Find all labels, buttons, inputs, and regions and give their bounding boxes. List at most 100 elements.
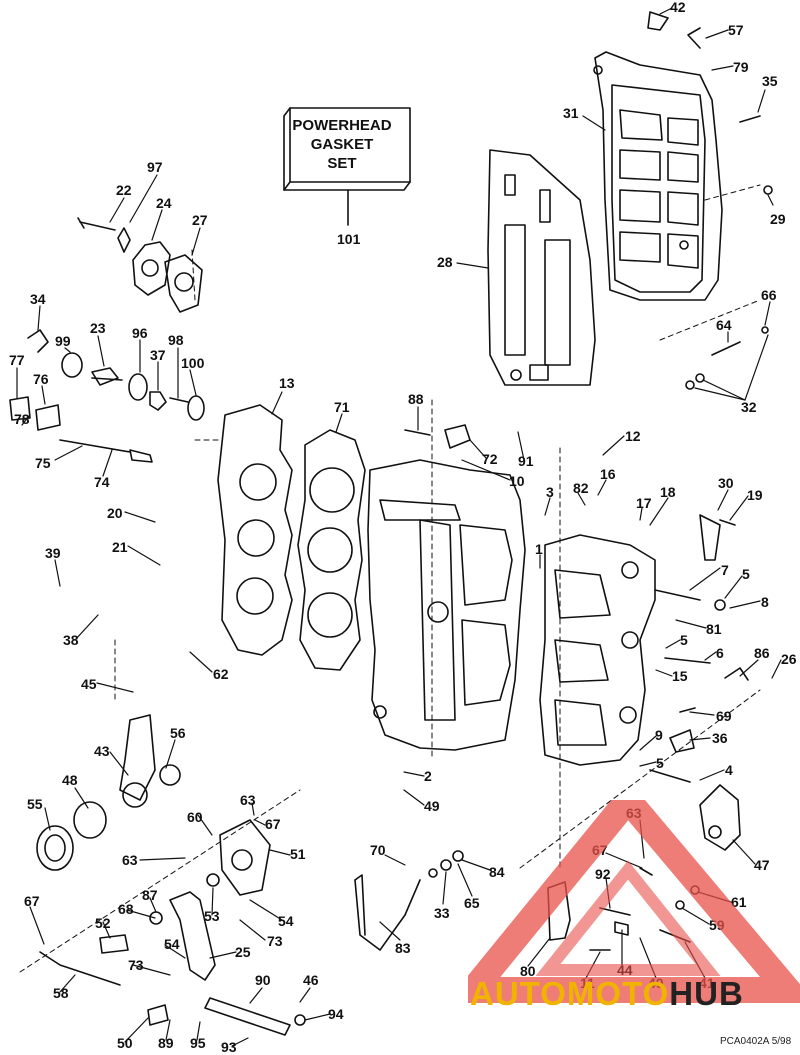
callout-73: 73 [267, 933, 283, 949]
callout-63: 63 [122, 852, 138, 868]
callout-27: 27 [192, 212, 208, 228]
callout-37: 37 [150, 347, 166, 363]
callout-4: 4 [725, 762, 733, 778]
callout-16: 16 [600, 466, 616, 482]
callout-70: 70 [370, 842, 386, 858]
callout-21: 21 [112, 539, 128, 555]
callout-45: 45 [81, 676, 97, 692]
head-gasket [297, 429, 366, 671]
watermark-text: AUTOMOTOHUB [470, 975, 744, 1013]
callout-96: 96 [132, 325, 148, 341]
callout-12: 12 [625, 428, 641, 444]
callout-5: 5 [742, 566, 750, 582]
callout-6: 6 [716, 645, 724, 661]
callout-7: 7 [721, 562, 729, 578]
callout-22: 22 [116, 182, 132, 198]
callout-46: 46 [303, 972, 319, 988]
callout-67: 67 [265, 816, 281, 832]
watermark-logo [468, 800, 800, 1003]
gasket-set-box [283, 107, 411, 226]
callout-75: 75 [35, 455, 51, 471]
callout-86: 86 [754, 645, 770, 661]
callout-55: 55 [27, 796, 43, 812]
callout-52: 52 [95, 915, 111, 931]
callout-42: 42 [670, 0, 686, 15]
callout-18: 18 [660, 484, 676, 500]
callout-83: 83 [395, 940, 411, 956]
gasket-set-line-3: SET [327, 155, 357, 172]
callout-32: 32 [741, 399, 757, 415]
callout-43: 43 [94, 743, 110, 759]
cylinder-block [367, 424, 526, 751]
callout-5: 5 [656, 755, 664, 771]
callout-92: 92 [595, 866, 611, 882]
throttle-linkage [36, 714, 306, 1036]
callout-3: 3 [546, 484, 554, 500]
guide-lines [19, 184, 761, 973]
callout-101: 101 [337, 231, 361, 247]
callout-39: 39 [45, 545, 61, 561]
callout-9: 9 [655, 727, 663, 743]
callout-35: 35 [762, 73, 778, 89]
cover-gasket [487, 149, 596, 386]
callout-2: 2 [424, 768, 432, 784]
callout-51: 51 [290, 846, 306, 862]
callout-76: 76 [33, 371, 49, 387]
callout-24: 24 [156, 195, 172, 211]
callout-64: 64 [716, 317, 732, 333]
callout-58: 58 [53, 985, 69, 1001]
callout-84: 84 [489, 864, 505, 880]
leader-lines [16, 7, 782, 1047]
watermark-auto: AUTO [470, 975, 567, 1012]
callout-13: 13 [279, 375, 295, 391]
callout-62: 62 [213, 666, 229, 682]
callout-1: 1 [535, 541, 543, 557]
callout-93: 93 [221, 1039, 237, 1055]
callout-20: 20 [107, 505, 123, 521]
callout-66: 66 [761, 287, 777, 303]
callout-77: 77 [9, 352, 25, 368]
callout-48: 48 [62, 772, 78, 788]
callout-5: 5 [680, 632, 688, 648]
callout-25: 25 [235, 944, 251, 960]
cylinder-head-cover [593, 51, 723, 301]
callout-29: 29 [770, 211, 786, 227]
watermark-moto: MOTO [566, 975, 670, 1012]
callout-79: 79 [733, 59, 749, 75]
callout-38: 38 [63, 632, 79, 648]
cylinder-head [217, 404, 293, 656]
part-code: PCA0402A 5/98 [720, 1036, 792, 1047]
callout-47: 47 [754, 857, 770, 873]
callout-91: 91 [518, 453, 534, 469]
callout-31: 31 [563, 105, 579, 121]
callout-80: 80 [520, 963, 536, 979]
callout-30: 30 [718, 475, 734, 491]
callout-63: 63 [240, 792, 256, 808]
callout-19: 19 [747, 487, 763, 503]
callout-50: 50 [117, 1035, 133, 1051]
callout-82: 82 [573, 480, 589, 496]
callout-78: 78 [14, 411, 30, 427]
callout-88: 88 [408, 391, 424, 407]
callout-54: 54 [164, 936, 180, 952]
thermostat-components [9, 329, 205, 463]
intake-components [77, 217, 203, 313]
callout-26: 26 [781, 651, 797, 667]
callout-28: 28 [437, 254, 453, 270]
callout-67: 67 [24, 893, 40, 909]
callout-33: 33 [434, 905, 450, 921]
bolts-right [647, 11, 773, 783]
callout-81: 81 [706, 621, 722, 637]
callout-34: 34 [30, 291, 46, 307]
callout-60: 60 [187, 809, 203, 825]
crankcase-cover [539, 534, 656, 766]
gasket-set-line-2: GASKET [310, 136, 374, 153]
callout-8: 8 [761, 594, 769, 610]
throttle-rod [354, 850, 464, 951]
callout-97: 97 [147, 159, 163, 175]
gasket-set-line-1: POWERHEAD [292, 117, 392, 134]
callout-99: 99 [55, 333, 71, 349]
callout-68: 68 [118, 901, 134, 917]
callout-56: 56 [170, 725, 186, 741]
callout-10: 10 [509, 473, 525, 489]
